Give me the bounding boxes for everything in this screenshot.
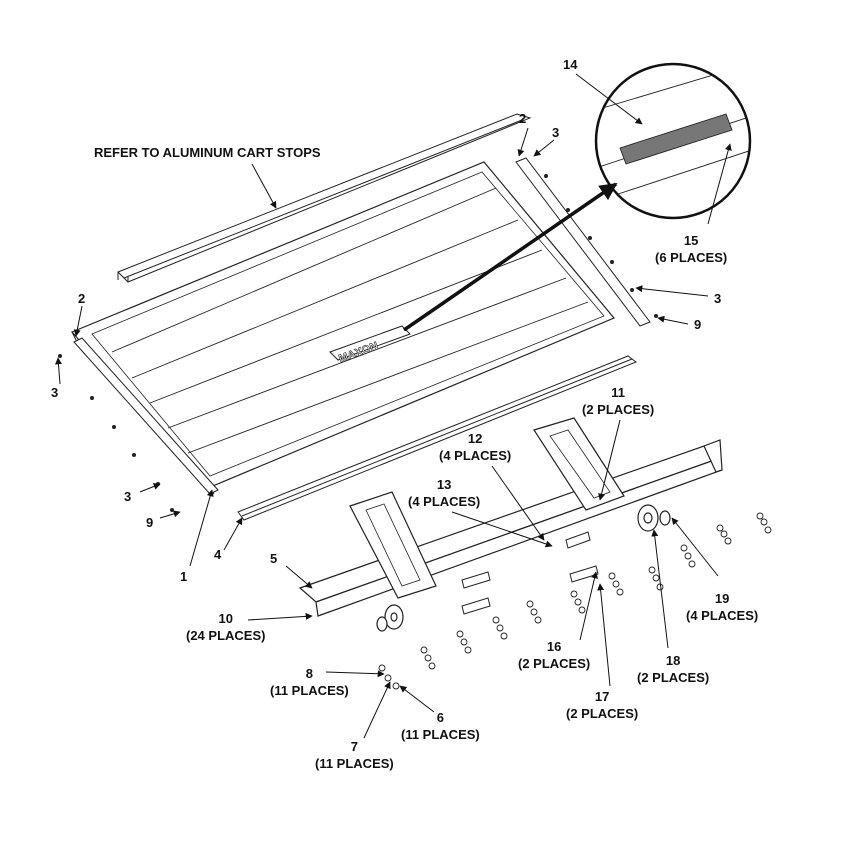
callout-3-top-number: 3 [552,125,560,140]
callout-14-number: 14 [563,57,578,72]
callout-19: 19 (4 PLACES) [686,590,758,624]
callout-12: 12 (4 PLACES) [439,430,511,464]
callout-19-qty: (4 PLACES) [686,608,759,623]
callout-8-number: 8 [305,666,313,681]
callout-2-left-number: 2 [78,291,86,306]
callout-2-top-number: 2 [519,111,527,126]
rollers [376,504,671,632]
callout-16-number: 16 [546,639,562,654]
callout-9-left: 9 [146,514,153,531]
callout-17: 17 (2 PLACES) [566,688,638,722]
leader-lines [54,73,732,739]
callout-13: 13 (4 PLACES) [408,476,480,510]
callout-6-qty: (11 PLACES) [401,727,480,742]
callout-15-qty: (6 PLACES) [655,250,728,265]
callout-6: 6 (11 PLACES) [401,709,480,743]
callout-12-qty: (4 PLACES) [439,448,512,463]
callout-10-qty: (24 PLACES) [186,628,266,643]
callout-1-number: 1 [180,569,188,584]
callout-12-number: 12 [467,431,483,446]
callout-5-number: 5 [270,551,278,566]
callout-9-right-number: 9 [694,317,702,332]
side-rail-right [515,157,651,327]
callout-3-lower: 3 [124,488,131,505]
callout-2-top: 2 [519,110,526,127]
platform-deck [70,161,615,495]
callout-18: 18 (2 PLACES) [637,652,709,686]
pins [461,531,599,615]
callout-3-left-number: 3 [51,385,59,400]
detail-pointer-arrow [403,182,618,332]
callout-11-qty: (2 PLACES) [582,402,655,417]
callout-16-qty: (2 PLACES) [518,656,591,671]
callout-8-qty: (11 PLACES) [270,683,349,698]
callout-3-lower-number: 3 [124,489,132,504]
callout-11: 11 (2 PLACES) [582,384,654,418]
callout-4-number: 4 [214,547,222,562]
callout-3-top: 3 [552,124,559,141]
callout-6-number: 6 [436,710,444,725]
callout-13-number: 13 [436,477,452,492]
callout-19-number: 19 [714,591,730,606]
callout-7-qty: (11 PLACES) [315,756,394,771]
callout-13-qty: (4 PLACES) [408,494,481,509]
callout-18-number: 18 [665,653,681,668]
side-rail-left [73,337,219,495]
callout-1: 1 [180,568,187,585]
callout-9-left-number: 9 [146,515,154,530]
callout-8: 8 (11 PLACES) [270,665,349,699]
callout-10: 10 (24 PLACES) [186,610,265,644]
front-bar [237,355,638,521]
callout-18-qty: (2 PLACES) [637,670,710,685]
callout-10-number: 10 [218,611,233,626]
callout-3-left: 3 [51,384,58,401]
callout-4: 4 [214,546,221,563]
lower-frame [298,417,723,617]
callout-17-qty: (2 PLACES) [566,706,639,721]
callout-15-number: 15 [683,233,699,248]
callout-11-number: 11 [611,385,625,400]
callout-9-right: 9 [694,316,701,333]
callout-3-right-number: 3 [714,291,722,306]
callout-15: 15 (6 PLACES) [655,232,727,266]
callout-14: 14 [563,56,577,73]
cart-stop-rail [117,113,532,283]
callout-17-number: 17 [594,689,610,704]
callout-5: 5 [270,550,277,567]
callout-7-number: 7 [350,739,358,754]
callout-2-left: 2 [78,290,85,307]
callout-3-right: 3 [714,290,721,307]
callout-7: 7 (11 PLACES) [315,738,394,772]
note-aluminum-cart-stops: REFER TO ALUMINUM CART STOPS [94,145,321,160]
detail-magnifier: MAXON [594,62,752,220]
hardware-stacks [378,512,772,690]
callout-16: 16 (2 PLACES) [518,638,590,672]
